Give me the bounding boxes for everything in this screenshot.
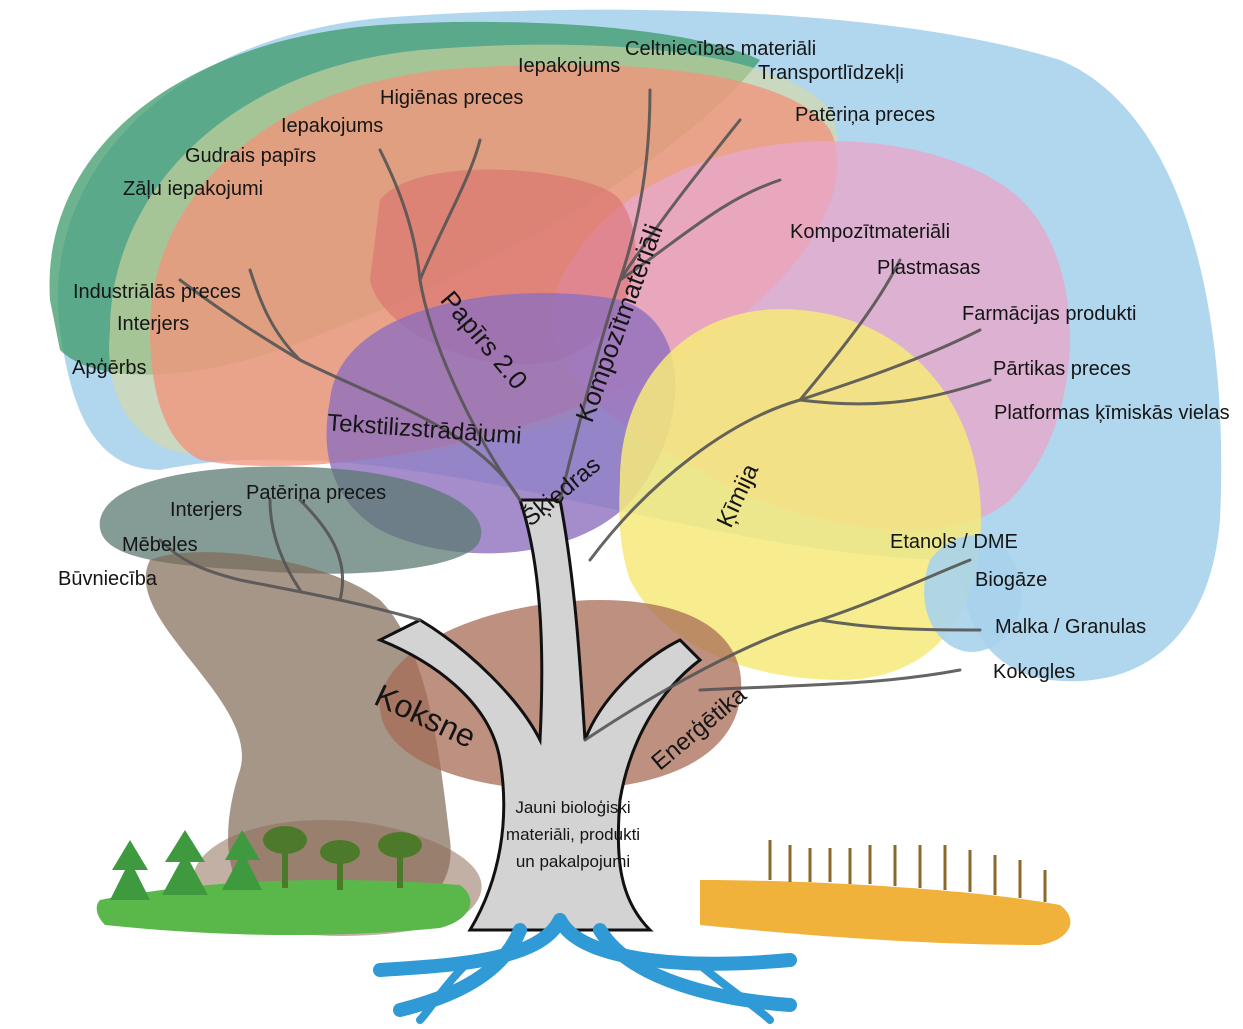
center-line-1: Jauni bioloģiski — [493, 794, 653, 821]
label-mebeles: Mēbeles — [122, 535, 198, 555]
label-farmacijas: Farmācijas produkti — [962, 304, 1137, 324]
center-line-2: materiāli, produkti — [493, 821, 653, 848]
ground-field-orange — [700, 880, 1070, 945]
ground-forest-green — [97, 880, 471, 935]
center-line-3: un pakalpojumi — [493, 848, 653, 875]
label-zalu: Zāļu iepakojumi — [123, 179, 263, 199]
label-interjers-left: Interjers — [117, 314, 189, 334]
label-etanols: Etanols / DME — [890, 532, 1018, 552]
label-celtniecibas: Celtniecības materiāli — [625, 39, 816, 59]
label-plastmasas: Plastmasas — [877, 258, 980, 278]
label-malka: Malka / Granulas — [995, 617, 1146, 637]
label-iepakojums-top: Iepakojums — [518, 56, 620, 76]
label-industrialas: Industriālās preces — [73, 282, 241, 302]
label-paterina-bottom: Patēriņa preces — [246, 483, 386, 503]
label-kompozit-right: Kompozītmateriāli — [790, 222, 950, 242]
label-transportlidzekli: Transportlīdzekļi — [758, 63, 904, 83]
label-biogaze: Biogāze — [975, 570, 1047, 590]
label-apgerbs: Apģērbs — [72, 358, 147, 378]
label-iepakojums-mid: Iepakojums — [281, 116, 383, 136]
label-interjers-bottom: Interjers — [170, 500, 242, 520]
label-gudrais: Gudrais papīrs — [185, 146, 316, 166]
label-buvnieciba: Būvniecība — [58, 569, 157, 589]
label-paterina-top: Patēriņa preces — [795, 105, 935, 125]
trunk-center-text: Jauni bioloģiski materiāli, produkti un … — [493, 794, 653, 875]
label-partikas: Pārtikas preces — [993, 359, 1131, 379]
label-higienas: Higiēnas preces — [380, 88, 523, 108]
label-kokogles: Kokogles — [993, 662, 1075, 682]
label-platformas: Platformas ķīmiskās vielas — [994, 403, 1230, 423]
tree-roots — [380, 920, 790, 1020]
